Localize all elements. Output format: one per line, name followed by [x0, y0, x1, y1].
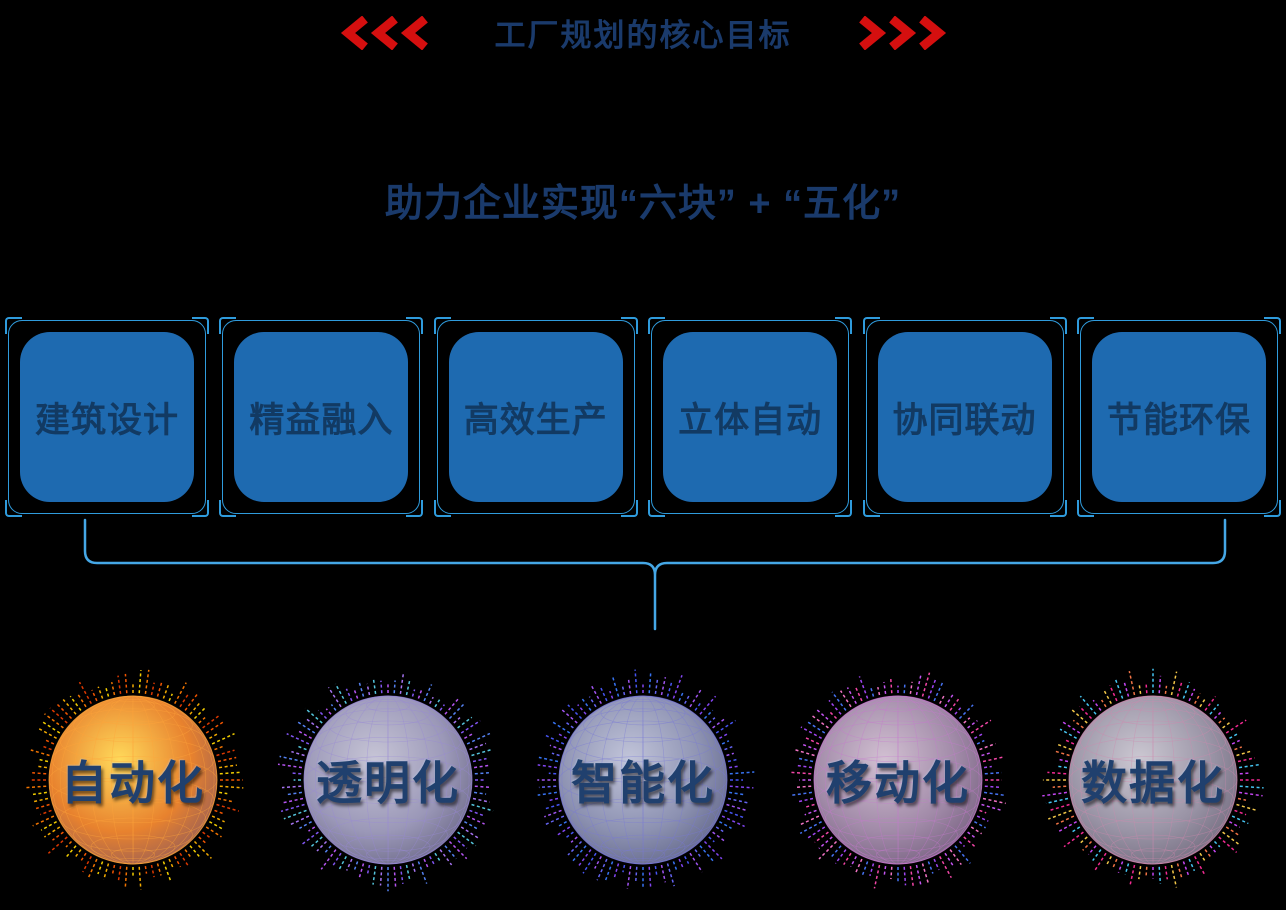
corner-accent-icon — [192, 317, 209, 334]
corner-accent-icon — [406, 317, 424, 334]
block-item: 节能环保 — [1076, 317, 1281, 517]
corner-accent-icon — [1076, 500, 1094, 517]
block-card: 协同联动 — [877, 332, 1052, 502]
block-item: 精益融入 — [219, 317, 424, 517]
block-card: 高效生产 — [448, 332, 623, 502]
sphere-graphic-icon — [537, 669, 755, 889]
sphere-graphic-icon — [25, 669, 244, 890]
corner-accent-icon — [1049, 500, 1067, 517]
block-label: 建筑设计 — [34, 400, 179, 440]
chevrons-right-icon — [858, 15, 946, 50]
corner-accent-icon — [648, 500, 666, 517]
page-title: 工厂规划的核心目标 — [494, 18, 792, 53]
subtitle: 助力企业实现“六块” + “五化” — [384, 183, 902, 225]
sphere-label: 自动化 — [61, 757, 205, 809]
block-label: 节能环保 — [1106, 400, 1251, 440]
corner-accent-icon — [648, 317, 666, 334]
block-item: 建筑设计 — [5, 317, 209, 517]
corner-accent-icon — [620, 317, 638, 334]
corner-accent-icon — [5, 317, 22, 334]
sphere-graphic-icon — [789, 672, 1006, 889]
chevrons-left-icon — [340, 15, 428, 50]
block-card: 节能环保 — [1091, 332, 1266, 502]
blocks-row: 建筑设计 精益融入 高效生产 立体自动 — [5, 317, 1281, 517]
spheres-row: 自动化 透明化 智能化 移动化 数据化 — [0, 663, 1286, 897]
corner-accent-icon — [1049, 317, 1067, 334]
block-label: 协同联动 — [892, 400, 1037, 440]
sphere-graphic-icon — [1042, 668, 1264, 888]
sphere-graphic-icon — [277, 673, 494, 892]
corner-accent-icon — [835, 500, 853, 517]
sphere-item: 自动化 — [16, 663, 250, 897]
block-label: 精益融入 — [249, 400, 394, 440]
corner-accent-icon — [219, 500, 237, 517]
sphere-label: 透明化 — [316, 757, 460, 809]
corner-accent-icon — [835, 317, 853, 334]
block-item: 高效生产 — [433, 317, 638, 517]
corner-accent-icon — [862, 317, 880, 334]
sphere-label: 数据化 — [1081, 757, 1225, 809]
corner-accent-icon — [219, 317, 237, 334]
corner-accent-icon — [406, 500, 424, 517]
sphere-item: 透明化 — [271, 663, 505, 897]
sphere-label: 移动化 — [826, 757, 970, 809]
corner-accent-icon — [433, 317, 451, 334]
block-label: 高效生产 — [463, 400, 608, 440]
corner-accent-icon — [862, 500, 880, 517]
sphere-item: 智能化 — [526, 663, 760, 897]
corner-accent-icon — [1076, 317, 1094, 334]
block-card: 精益融入 — [234, 332, 409, 502]
corner-accent-icon — [1263, 500, 1281, 517]
header: 工厂规划的核心目标 — [0, 10, 1286, 55]
corner-accent-icon — [192, 500, 209, 517]
brace-connector — [83, 518, 1227, 631]
corner-accent-icon — [5, 500, 22, 517]
block-item: 立体自动 — [648, 317, 853, 517]
block-card: 建筑设计 — [20, 332, 194, 502]
sphere-label: 智能化 — [571, 757, 715, 809]
block-card: 立体自动 — [663, 332, 838, 502]
block-label: 立体自动 — [678, 400, 823, 440]
corner-accent-icon — [1263, 317, 1281, 334]
corner-accent-icon — [433, 500, 451, 517]
block-item: 协同联动 — [862, 317, 1067, 517]
corner-accent-icon — [620, 500, 638, 517]
sphere-item: 移动化 — [781, 663, 1015, 897]
sphere-item: 数据化 — [1036, 663, 1270, 897]
